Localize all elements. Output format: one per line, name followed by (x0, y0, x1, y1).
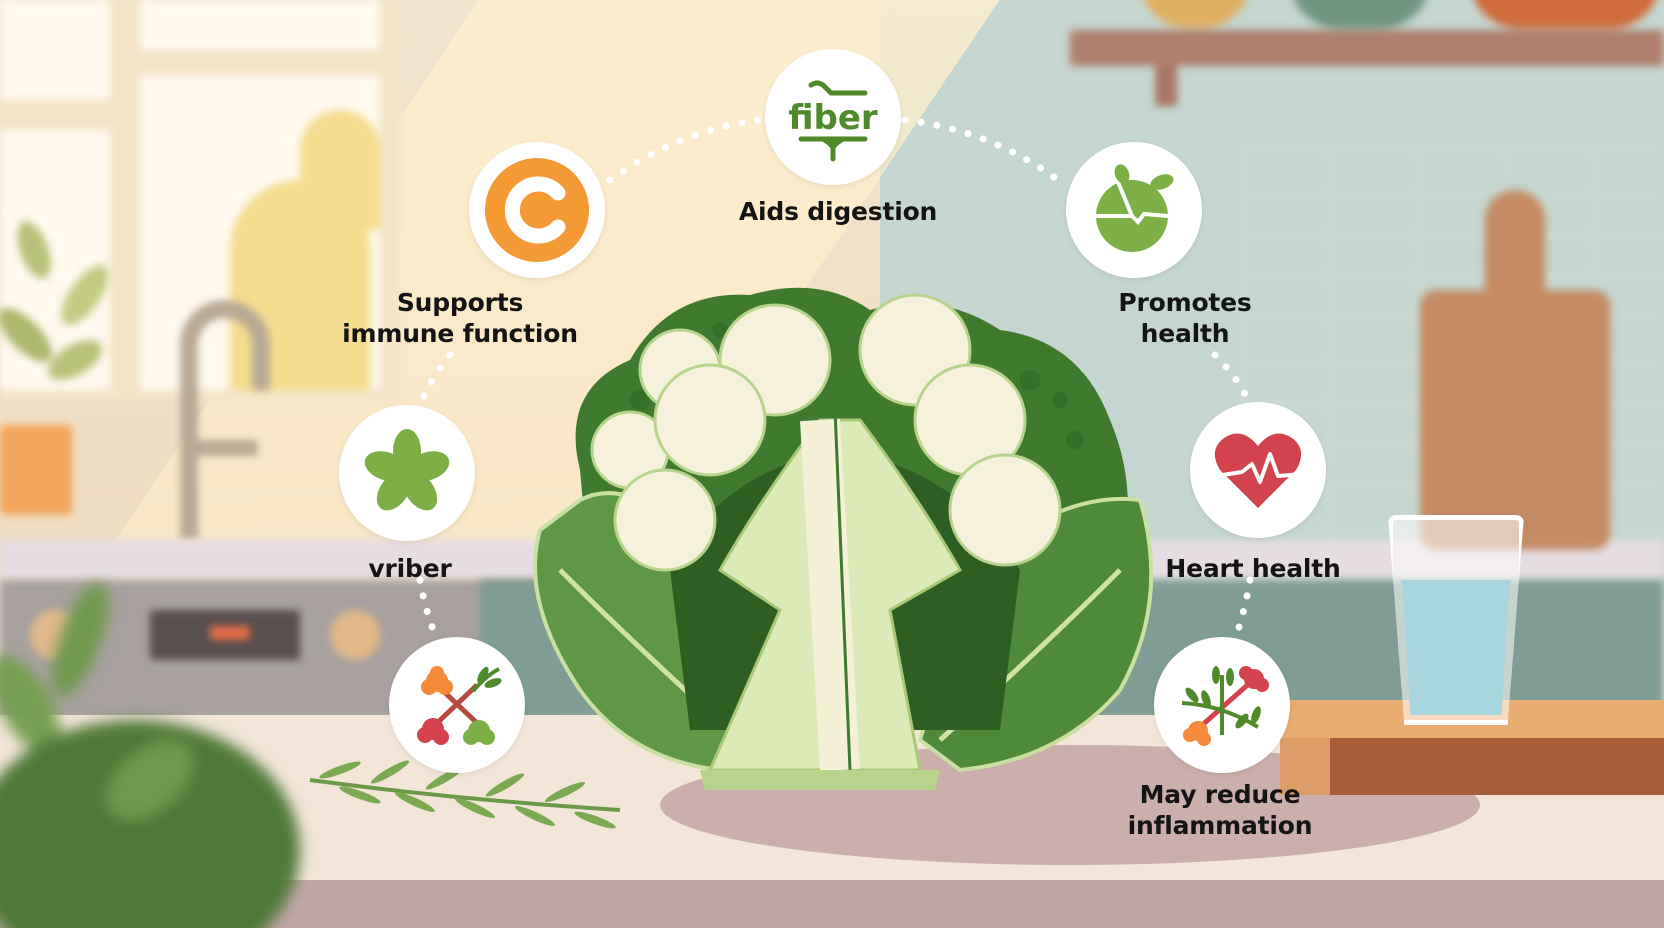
vitamin-c-icon (485, 158, 589, 262)
benefit-label-fiber: Aids digestion (738, 197, 938, 226)
benefit-node-vitamin-c (469, 142, 605, 278)
svg-text:fiber: fiber (788, 98, 878, 138)
benefit-node-vriber (339, 405, 475, 541)
heart-pulse-icon (1214, 433, 1303, 508)
benefit-label-vitamin-c: Supports immune function (342, 288, 578, 348)
potted-plant (0, 200, 140, 520)
herbs-flowers-icon (417, 666, 502, 745)
benefit-node-fiber: fiber (765, 49, 901, 185)
cutting-board-wall (1420, 190, 1620, 560)
foreground-leaves (0, 560, 340, 928)
benefit-label-vriber: vriber (368, 554, 452, 583)
benefit-node-antioxidants (389, 637, 525, 773)
benefit-node-heart (1190, 402, 1326, 538)
benefit-label-promotes: Promotes health (1118, 288, 1252, 348)
wooden-board (1280, 700, 1664, 795)
rosemary-sprig (309, 760, 621, 829)
shelf-bowls (1060, 0, 1664, 110)
clover-leaf-icon (364, 429, 450, 511)
benefit-node-inflammation (1154, 637, 1290, 773)
cauliflower-illustration (533, 287, 1154, 790)
gut-health-icon (1096, 164, 1174, 252)
faucet (180, 300, 290, 540)
benefit-label-inflammation: May reduce inflammation (1127, 780, 1313, 840)
water-glass (1388, 515, 1524, 725)
benefit-label-heart: Heart health (1165, 554, 1341, 583)
benefit-node-promotes (1066, 142, 1202, 278)
anti-inflammatory-herbs-icon (1181, 666, 1269, 746)
fiber-icon: fiber (788, 80, 878, 162)
